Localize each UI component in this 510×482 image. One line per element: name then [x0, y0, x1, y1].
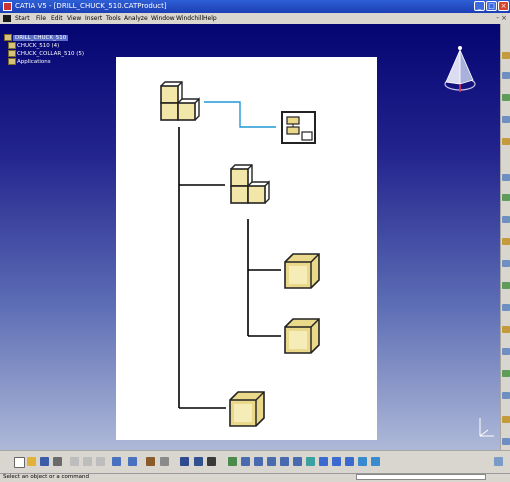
tree-root[interactable]: DRILL_CHUCK_510 — [4, 34, 84, 42]
tree-node-chuck[interactable]: CHUCK_510 (4) — [4, 42, 84, 50]
document-menu-icon[interactable] — [3, 15, 11, 22]
paste-icon[interactable] — [96, 457, 105, 466]
tool-icon[interactable] — [502, 260, 510, 267]
product-icon — [4, 34, 12, 41]
menu-tools[interactable]: Tools — [106, 15, 121, 22]
tool-icon[interactable] — [502, 282, 510, 289]
tree-node-collar[interactable]: CHUCK_COLLAR_510 (5) — [4, 50, 84, 58]
tool-icon[interactable] — [502, 72, 510, 79]
menu-analyze[interactable]: Analyze — [124, 15, 148, 22]
menu-insert[interactable]: Insert — [85, 15, 103, 22]
print-icon[interactable] — [53, 457, 62, 466]
bottom-toolbar — [0, 450, 510, 474]
product-structure-diagram — [116, 57, 377, 440]
minimize-button[interactable]: _ — [474, 1, 485, 11]
document-window-controls[interactable]: - × — [496, 14, 507, 22]
tool-icon[interactable] — [502, 304, 510, 311]
specification-tree: DRILL_CHUCK_510 CHUCK_510 (4) CHUCK_COLL… — [4, 34, 84, 66]
tree-expand-icon[interactable] — [194, 457, 203, 466]
tree-root-label: DRILL_CHUCK_510 — [13, 35, 69, 41]
product-icon — [160, 81, 200, 121]
tool-icon[interactable] — [502, 326, 510, 333]
right-toolbar — [500, 24, 510, 467]
tree-collapse-icon[interactable] — [207, 457, 216, 466]
menu-view[interactable]: View — [67, 15, 82, 22]
tool-icon[interactable] — [502, 416, 510, 423]
cut-icon[interactable] — [70, 457, 79, 466]
zoom-out-icon[interactable] — [293, 457, 302, 466]
catalog-browser-icon[interactable] — [180, 457, 189, 466]
tree-node-label: CHUCK_510 (4) — [17, 43, 60, 49]
tool-icon[interactable] — [502, 348, 510, 355]
knowledge-icon[interactable] — [160, 457, 169, 466]
command-input[interactable] — [356, 474, 486, 480]
compass-icon[interactable] — [438, 44, 478, 100]
maximize-button[interactable]: □ — [486, 1, 497, 11]
tool-icon[interactable] — [502, 52, 510, 59]
fly-mode-icon[interactable] — [228, 457, 237, 466]
fit-all-icon[interactable] — [241, 457, 250, 466]
status-message: Select an object or a command — [3, 474, 89, 480]
catia-app-icon[interactable] — [3, 2, 12, 11]
catalog-icon — [281, 111, 316, 144]
what-is-this-icon[interactable] — [128, 457, 137, 466]
tool-icon[interactable] — [502, 370, 510, 377]
menu-file[interactable]: File — [36, 15, 47, 22]
catalog-link-line — [204, 101, 276, 128]
tool-icon[interactable] — [502, 238, 510, 245]
swap-visible-icon[interactable] — [358, 457, 367, 466]
applications-icon — [8, 58, 16, 65]
open-folder-icon[interactable] — [27, 457, 36, 466]
create-multiview-icon[interactable] — [371, 457, 380, 466]
close-button[interactable]: × — [498, 1, 509, 11]
view-mode-icon[interactable] — [332, 457, 341, 466]
axis-triad-icon[interactable] — [474, 414, 498, 440]
menu-edit[interactable]: Edit — [51, 15, 63, 22]
new-document-icon[interactable] — [14, 457, 25, 468]
menu-window[interactable]: Window — [151, 15, 175, 22]
save-icon[interactable] — [40, 457, 49, 466]
menu-start[interactable]: Start — [15, 15, 30, 22]
undo-icon[interactable] — [112, 457, 121, 466]
menu-help[interactable]: Help — [203, 15, 217, 22]
tree-node-applications[interactable]: Applications — [4, 58, 84, 66]
part-icon — [229, 391, 265, 427]
product-icon — [8, 50, 16, 57]
tool-icon[interactable] — [502, 116, 510, 123]
tool-icon[interactable] — [502, 174, 510, 181]
tool-icon[interactable] — [502, 438, 510, 445]
part-icon — [284, 253, 320, 289]
hide-show-icon[interactable] — [345, 457, 354, 466]
zoom-in-icon[interactable] — [280, 457, 289, 466]
normal-view-icon[interactable] — [306, 457, 315, 466]
part-icon — [284, 318, 320, 354]
window-title: CATIA V5 - [DRILL_CHUCK_510.CATProduct] — [15, 2, 167, 10]
tool-icon[interactable] — [502, 216, 510, 223]
pan-icon[interactable] — [254, 457, 263, 466]
tool-icon[interactable] — [502, 194, 510, 201]
menu-windchill[interactable]: Windchill — [176, 15, 204, 22]
tool-icon[interactable] — [502, 94, 510, 101]
copy-icon[interactable] — [83, 457, 92, 466]
title-bar: CATIA V5 - [DRILL_CHUCK_510.CATProduct] … — [0, 0, 510, 13]
tree-node-label: CHUCK_COLLAR_510 (5) — [17, 51, 84, 57]
formula-icon[interactable] — [146, 457, 155, 466]
diagram-canvas — [160, 81, 320, 427]
tool-icon[interactable] — [502, 392, 510, 399]
toolbar-handle-icon[interactable] — [494, 457, 503, 466]
tool-icon[interactable] — [502, 138, 510, 145]
product-icon — [230, 164, 270, 204]
quick-view-icon[interactable] — [319, 457, 328, 466]
status-bar: Select an object or a command — [0, 473, 510, 482]
rotate-icon[interactable] — [267, 457, 276, 466]
product-icon — [8, 42, 16, 49]
tree-node-label: Applications — [17, 59, 51, 65]
